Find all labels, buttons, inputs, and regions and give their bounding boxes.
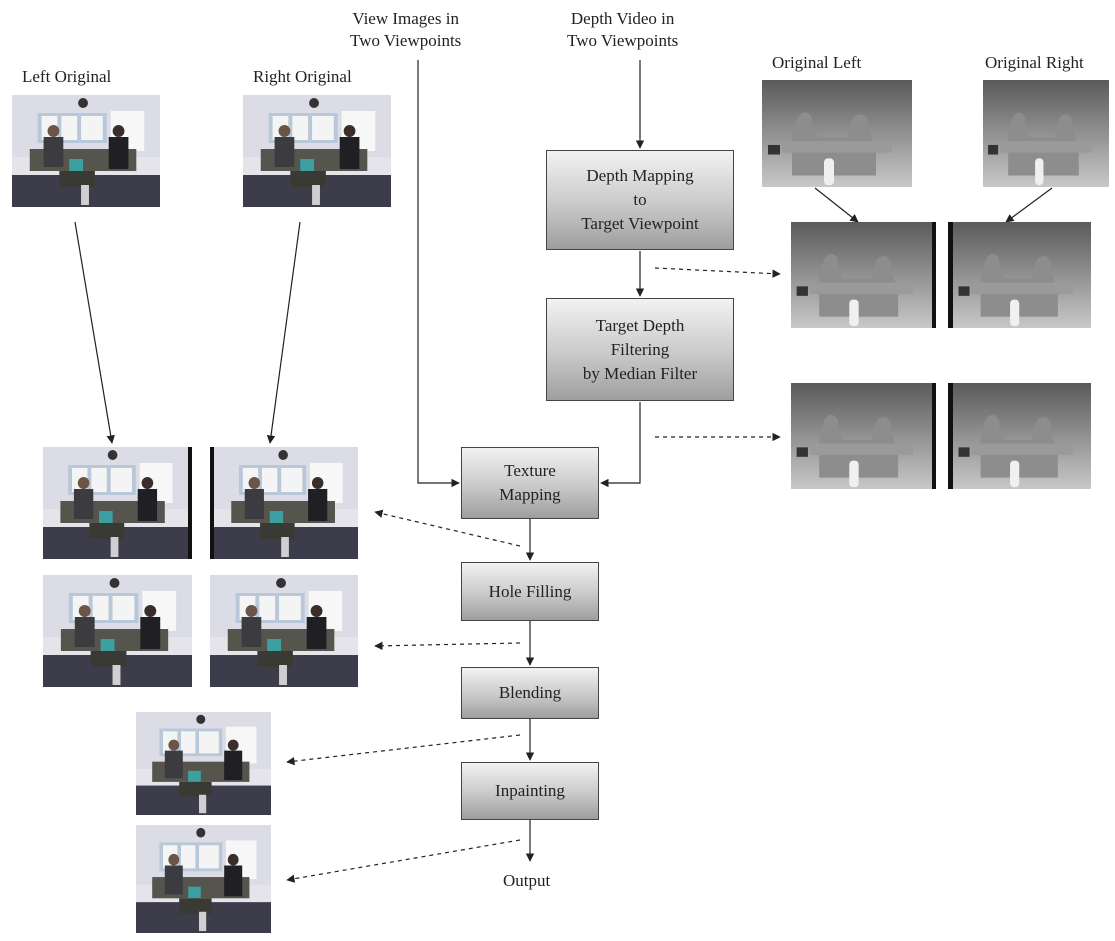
- depth-video-label: Depth Video in Two Viewpoints: [567, 9, 679, 50]
- output-label: Output: [503, 871, 551, 890]
- arrow-view-images-to-texture: [417, 60, 460, 488]
- mapped-left-depth-image: [791, 222, 936, 328]
- depth-filtering-box: Target Depth Filtering by Median Filter: [546, 298, 734, 401]
- original-left-depth-image: [762, 80, 912, 187]
- output-image: [136, 825, 271, 933]
- view-images-label: View Images in Two Viewpoints: [350, 9, 462, 50]
- hole-filled-right-image: [210, 575, 358, 687]
- blended-image: [136, 712, 271, 815]
- arrow-right-original-to-warped: [266, 221, 301, 444]
- warped-left-image: [43, 447, 192, 559]
- arrow-filtering-to-texture: [600, 402, 641, 488]
- arrow-orig-right-depth-to-mapped: [1005, 187, 1053, 223]
- left-original-label: Left Original: [22, 67, 112, 86]
- inpainting-box: Inpainting: [461, 762, 599, 820]
- texture-mapping-box: Texture Mapping: [461, 447, 599, 519]
- filtered-left-depth-image: [791, 383, 936, 489]
- depth-mapping-box: Depth Mapping to Target Viewpoint: [546, 150, 734, 250]
- original-right-depth-image: [983, 80, 1109, 187]
- arrow-left-original-to-warped: [74, 221, 115, 444]
- dashed-holefilling-to-filled-images: [374, 641, 521, 651]
- hole-filled-left-image: [43, 575, 192, 687]
- dashed-texture-to-warped-images: [374, 509, 521, 547]
- mapped-right-depth-image: [948, 222, 1091, 328]
- dashed-inpainting-to-output-image: [286, 839, 521, 883]
- dashed-blending-to-blended-image: [286, 734, 521, 766]
- original-right-label: Original Right: [985, 53, 1084, 72]
- arrow-orig-left-depth-to-mapped: [814, 187, 859, 223]
- filtered-right-depth-image: [948, 383, 1091, 489]
- blending-box: Blending: [461, 667, 599, 719]
- left-original-image: [12, 95, 160, 207]
- dashed-mapping-to-depth-result: [654, 267, 781, 278]
- right-original-label: Right Original: [253, 67, 352, 86]
- warped-right-image: [210, 447, 358, 559]
- original-left-label: Original Left: [772, 53, 862, 72]
- right-original-image: [243, 95, 391, 207]
- hole-filling-box: Hole Filling: [461, 562, 599, 621]
